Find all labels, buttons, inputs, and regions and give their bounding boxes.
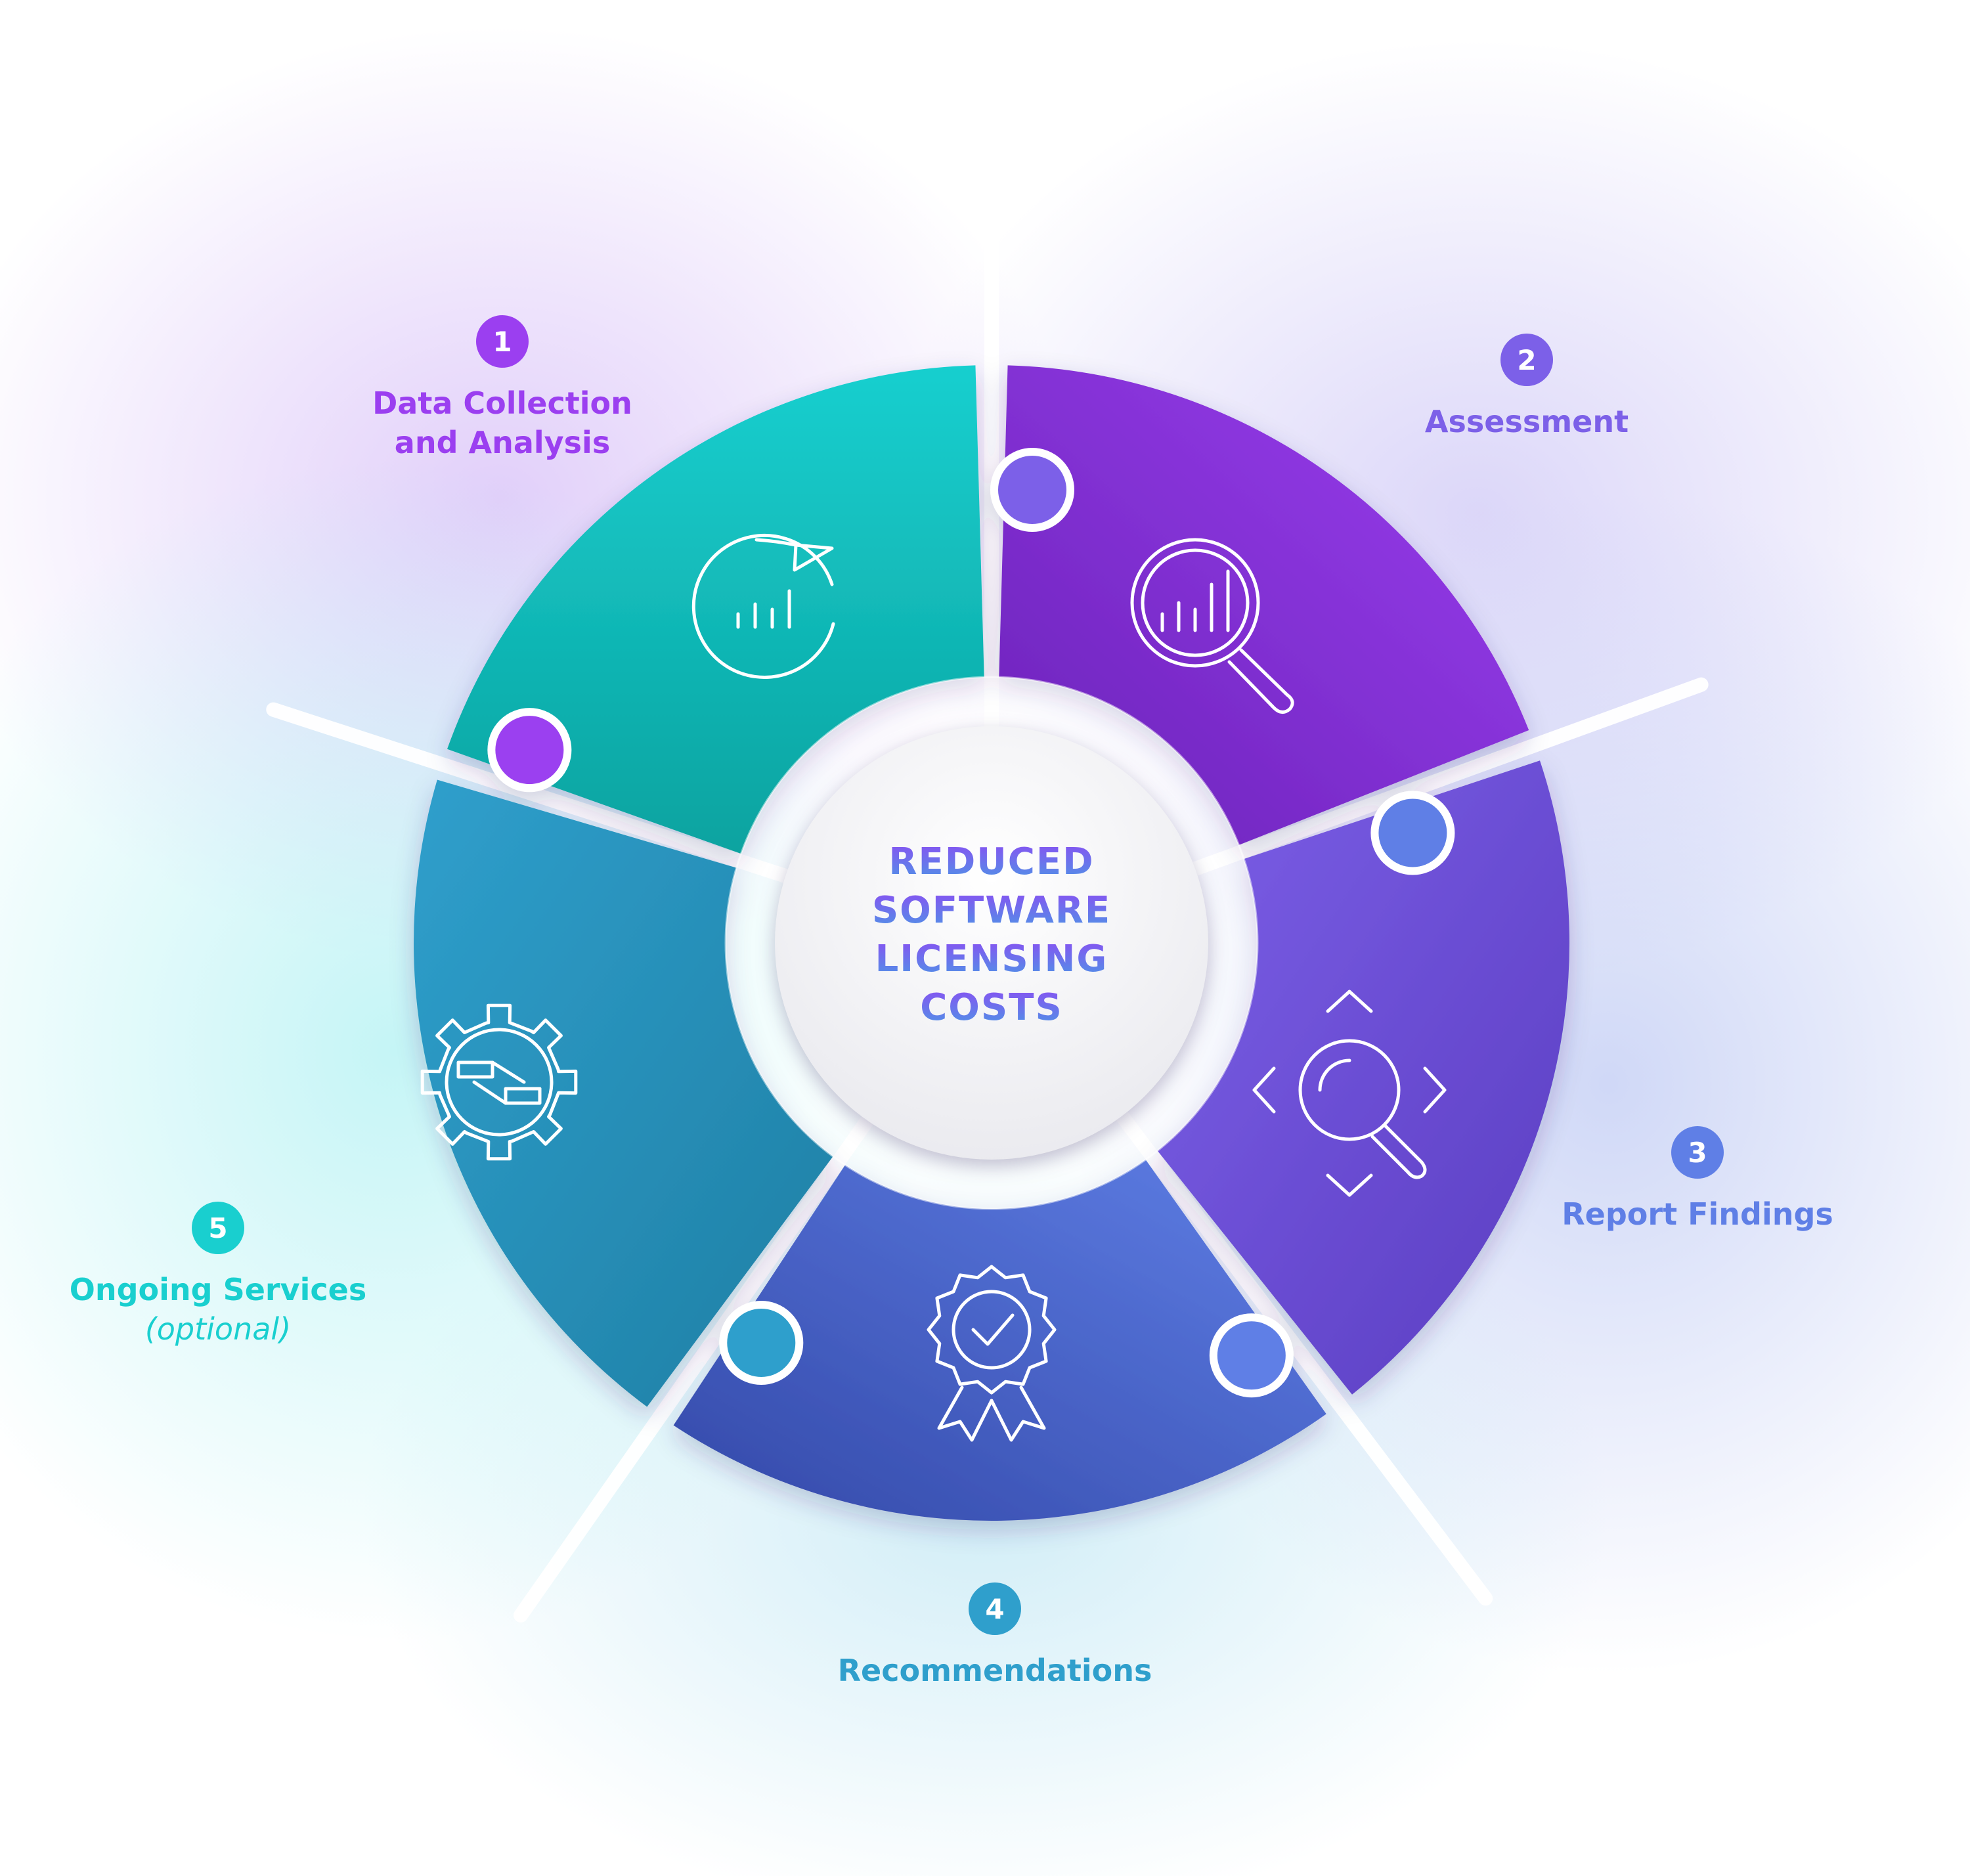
center-title-line: LICENSING: [875, 938, 1108, 980]
magnifier-chart-icon: [1130, 538, 1294, 714]
center-title-line: SOFTWARE: [872, 889, 1111, 932]
step-number-badge: [1671, 1126, 1724, 1179]
segment-1: [999, 365, 1529, 845]
step-title: Data Collection: [372, 385, 632, 421]
step-number-badge: [1500, 334, 1553, 386]
puzzle-knob: [487, 708, 572, 793]
step-title: and Analysis: [395, 425, 610, 460]
award-badge-icon: [927, 1265, 1057, 1442]
segment-4: [413, 779, 833, 1407]
segment-2: [1157, 760, 1570, 1395]
step-title: Assessment: [1425, 404, 1629, 439]
center-title: REDUCED SOFTWARE LICENSING COSTS: [872, 840, 1111, 1029]
step-number-badge: [192, 1202, 244, 1254]
step-number: 3: [1688, 1137, 1707, 1169]
step-title: Recommendations: [838, 1653, 1152, 1688]
segment-icons: [420, 533, 1447, 1442]
step-number-badge: [476, 315, 529, 368]
center-title-line: REDUCED: [888, 840, 1094, 883]
puzzle-ring: [413, 365, 1570, 1521]
puzzle-knob: [719, 1300, 804, 1385]
step-number: 1: [492, 326, 512, 358]
puzzle-knob: [1209, 1313, 1294, 1398]
puzzle-knob: [1370, 791, 1455, 875]
puzzle-knob: [990, 448, 1074, 532]
step-number: 4: [985, 1593, 1004, 1625]
gear-arrows-icon: [420, 1003, 578, 1161]
magnifier-focus-icon: [1252, 990, 1447, 1197]
segment-3: [673, 1160, 1326, 1521]
refresh-chart-icon: [691, 533, 835, 679]
step-title: Ongoing Services: [70, 1272, 366, 1307]
step-number: 2: [1517, 344, 1536, 376]
segment-5: [447, 365, 984, 854]
center-title-line: COSTS: [920, 986, 1063, 1029]
step-subtitle: (optional): [145, 1311, 291, 1347]
center-hub: REDUCED SOFTWARE LICENSING COSTS: [724, 676, 1259, 1210]
step-title: Report Findings: [1562, 1196, 1833, 1232]
step-number-badge: [969, 1582, 1021, 1635]
step-number: 5: [208, 1212, 227, 1244]
